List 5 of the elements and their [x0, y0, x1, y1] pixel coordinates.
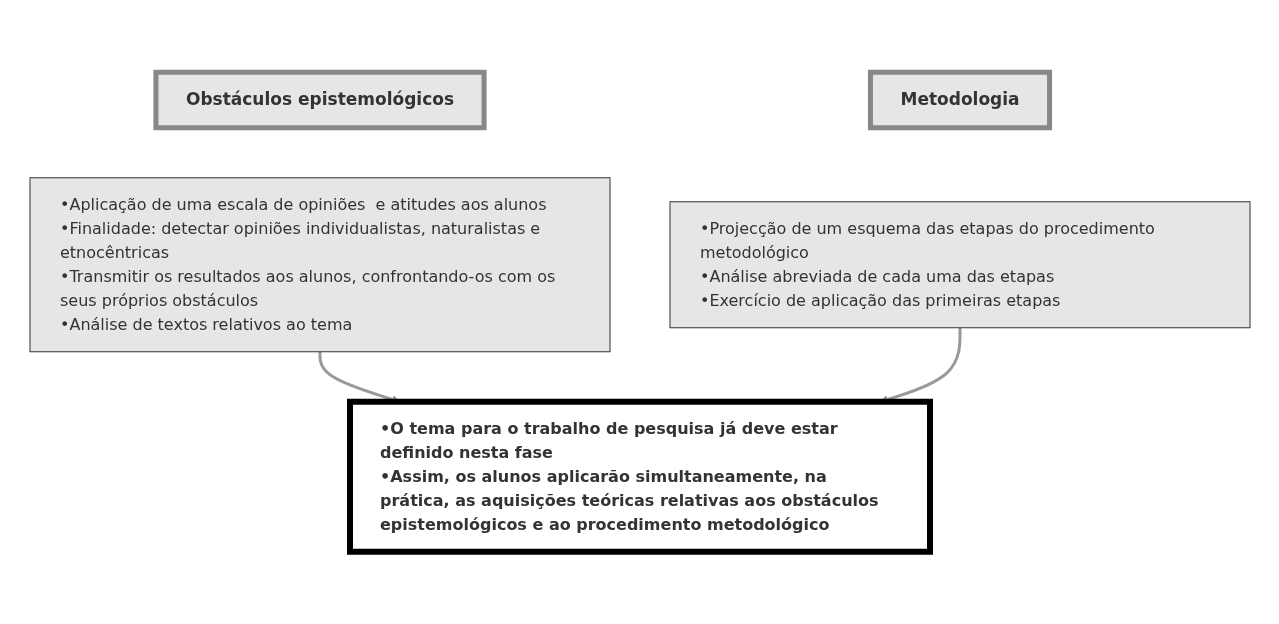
- node-box: •Aplicação de uma escala de opiniões e atitudes aos alunos •Finalidade: detectar opiniões individualistas, naturalistas e etnocêntricas •Transmitir os resultados aos alunos, confrontando-os com os seus próprios obstáculos •Análise de textos relativos ao tema: [29, 177, 610, 353]
- node-box: Obstáculos epistemológicos: [152, 69, 487, 131]
- node-box: •O tema para o trabalho de pesquisa já deve estar definido nesta fase •Assim, os alunos aplicarão simultaneamente, na prática, as aquisições teóricas relativas aos obstáculos epistemológicos e ao procedimento metodológico: [346, 398, 933, 555]
- node-box: Metodologia: [867, 69, 1052, 131]
- node-box: •Projecção de um esquema das etapas do procedimento metodológico •Análise abreviada de cada uma das etapas •Exercício de aplicação das primeiras etapas: [669, 201, 1250, 329]
